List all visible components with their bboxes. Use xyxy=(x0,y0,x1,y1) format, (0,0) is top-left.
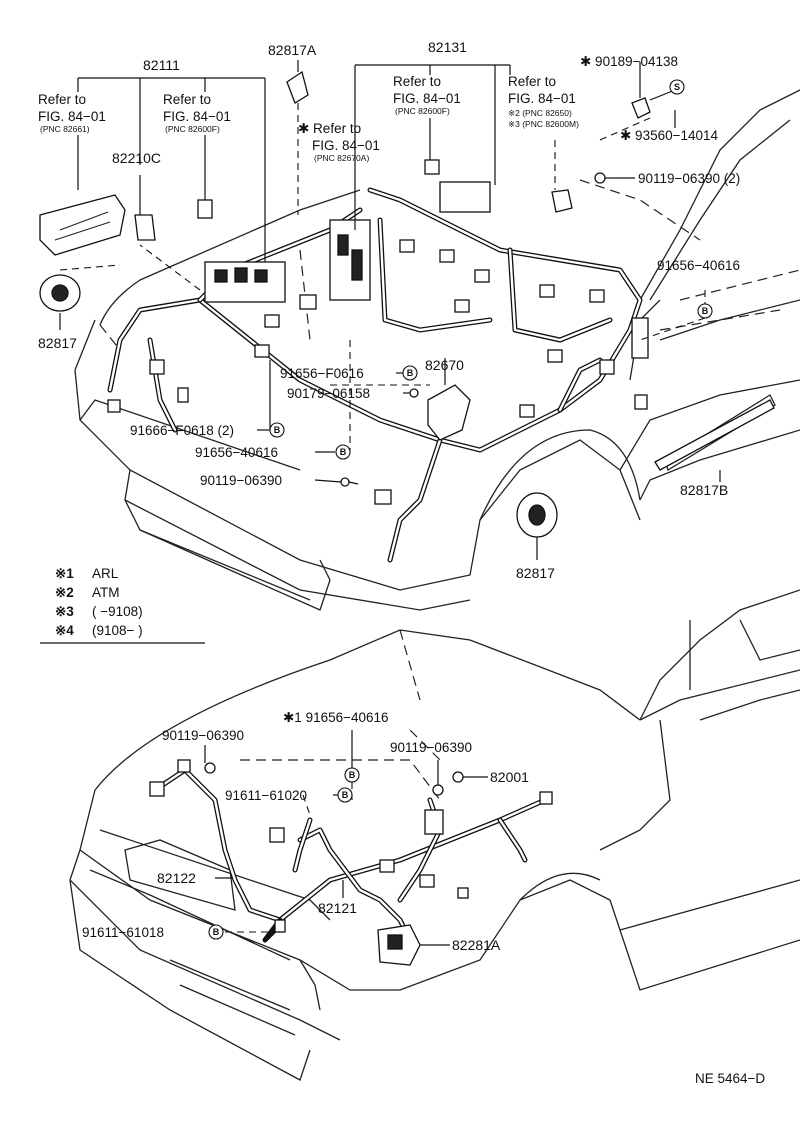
symbol-b-lower-91611-61020: B xyxy=(337,787,353,803)
upper-symbols: S B B B B xyxy=(269,79,713,460)
ref4-pnc: (PNC 82600F) xyxy=(395,106,450,116)
ref4-line2: FIG. 84−01 xyxy=(393,91,461,106)
lower-labels: 90119−06390 ✱1 91656−40616 90119−06390 8… xyxy=(82,710,529,953)
ref5-pnc1: ※2 (PNC 82650) xyxy=(508,108,572,118)
svg-text:S: S xyxy=(674,82,680,92)
part-82111-label: 82111 xyxy=(143,57,180,73)
ref1-line1: Refer to xyxy=(38,92,86,107)
legend-text-2: ATM xyxy=(92,585,120,600)
svg-text:B: B xyxy=(342,790,349,800)
legend-mark-3: ※3 xyxy=(55,604,74,619)
part-82817-left-label: 82817 xyxy=(38,335,77,351)
upper-labels: 82111 82817A 82131 82210C 82817 82817 82… xyxy=(38,39,740,581)
symbol-b-right: B xyxy=(697,303,713,319)
fastener-91656-40616-center-label: 91656−40616 xyxy=(195,445,278,460)
symbol-b-91666: B xyxy=(269,422,285,438)
part-82131-label: 82131 xyxy=(428,39,467,55)
part-82817-right-label: 82817 xyxy=(516,565,555,581)
lower-components xyxy=(149,759,553,966)
fastener-91656-40616-right-label: 91656−40616 xyxy=(657,258,740,273)
part-82001-label: 82001 xyxy=(490,769,529,785)
fastener-91656-F0616-label: 91656−F0616 xyxy=(280,366,364,381)
svg-text:B: B xyxy=(349,770,356,780)
symbol-s: S xyxy=(669,79,685,95)
lower-leader-lines xyxy=(204,730,488,946)
fastener-90119-lower-left-label: 90119−06390 xyxy=(162,728,244,743)
svg-text:B: B xyxy=(702,306,709,316)
ref4-line1: Refer to xyxy=(393,74,441,89)
legend: ※1 ARL ※2 ATM ※3 ( −9108) ※4 (9108− ) xyxy=(40,566,205,644)
ref2-line1: Refer to xyxy=(163,92,211,107)
lower-vehicle-body xyxy=(69,589,800,1081)
symbol-b-f0616: B xyxy=(402,365,418,381)
part-82817A-label: 82817A xyxy=(268,42,317,58)
legend-mark-2: ※2 xyxy=(55,585,74,600)
ref3-line1: ✱ Refer to xyxy=(298,121,361,136)
legend-text-1: ARL xyxy=(92,566,119,581)
part-82121-label: 82121 xyxy=(318,900,357,916)
ref5-line2: FIG. 84−01 xyxy=(508,91,576,106)
ref2-line2: FIG. 84−01 xyxy=(163,109,231,124)
ref1-line2: FIG. 84−01 xyxy=(38,109,106,124)
bracket-lower-shape xyxy=(424,809,444,835)
part-82817B-label: 82817B xyxy=(680,482,728,498)
figure-code: NE 5464−D xyxy=(695,1071,765,1086)
ref3-pnc: (PNC 82670A) xyxy=(314,153,369,163)
bracket-82670-shape xyxy=(427,384,471,441)
ref5-pnc2: ※3 (PNC 82600M) xyxy=(508,119,579,129)
svg-text:B: B xyxy=(340,447,347,457)
legend-mark-4: ※4 xyxy=(55,623,74,638)
part-82122-label: 82122 xyxy=(157,870,196,886)
legend-mark-1: ※1 xyxy=(55,566,74,581)
svg-text:B: B xyxy=(213,927,220,937)
part-82210C-label: 82210C xyxy=(112,150,161,166)
symbol-b-lower-91656: B xyxy=(344,767,360,783)
junction-block-component xyxy=(329,219,371,301)
fuse-block-shape xyxy=(39,194,126,256)
fastener-91611-61020-label: 91611−61020 xyxy=(225,788,307,803)
fastener-90119-center-label: 90119−06390 xyxy=(200,473,282,488)
legend-text-4: (9108− ) xyxy=(92,623,143,638)
clamp-82817A-shape xyxy=(286,70,309,104)
fastener-91656-40616-lower-label: ✱1 91656−40616 xyxy=(283,710,389,725)
fastener-90189-label: ✱ 90189−04138 xyxy=(580,54,678,69)
fastener-93560-label: ✱ 93560−14014 xyxy=(620,128,719,143)
upper-small-parts xyxy=(39,70,775,538)
ref1-pnc: (PNC 82661) xyxy=(40,124,90,134)
ref3-line2: FIG. 84−01 xyxy=(312,138,380,153)
symbol-b-lower-91611-61018: B xyxy=(208,924,224,940)
svg-text:B: B xyxy=(274,425,281,435)
fastener-91611-61018-label: 91611−61018 xyxy=(82,925,164,940)
fastener-90119-lower-right-label: 90119−06390 xyxy=(390,740,472,755)
lower-symbols: B B B xyxy=(208,767,360,940)
connector-82210C-shape xyxy=(134,214,156,241)
part-82670-label: 82670 xyxy=(425,357,464,373)
ref2-pnc: (PNC 82600F) xyxy=(165,124,220,134)
part-82281A-label: 82281A xyxy=(452,937,501,953)
ref5-line1: Refer to xyxy=(508,74,556,89)
harness-connectors xyxy=(107,181,649,505)
connector-cluster xyxy=(439,181,491,213)
fastener-90119-2-label: 90119−06390 (2) xyxy=(638,171,740,186)
fastener-91666-label: 91666−F0618 (2) xyxy=(130,423,234,438)
legend-text-3: ( −9108) xyxy=(92,604,143,619)
upper-leader-lines xyxy=(59,60,721,560)
svg-text:B: B xyxy=(407,368,414,378)
symbol-b-91656-center: B xyxy=(335,444,351,460)
fastener-90179-label: 90179−06158 xyxy=(287,386,370,401)
